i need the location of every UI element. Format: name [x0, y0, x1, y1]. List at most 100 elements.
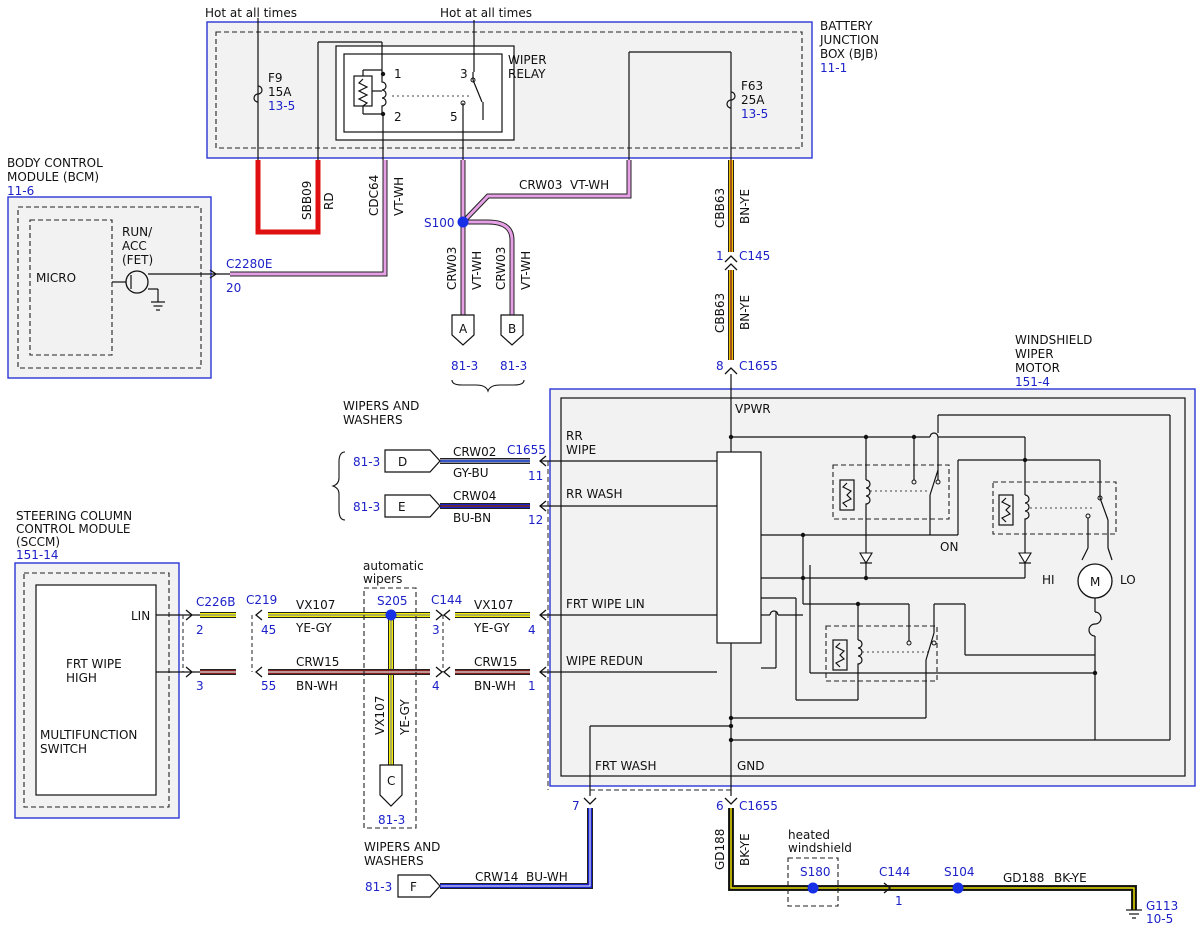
wire-label-bkye-h: BK-YE [1054, 871, 1087, 885]
offpage-connector-c [379, 764, 403, 807]
motor-frt-wash: FRT WASH [595, 759, 657, 773]
motor-on: ON [940, 540, 958, 554]
automatic-wipers-box [363, 587, 417, 829]
motor-lo: LO [1120, 573, 1136, 587]
bjb-title-2: JUNCTION [819, 33, 879, 47]
offpage-connector-e [384, 494, 441, 518]
wire-label-crw04: CRW04 [453, 489, 496, 503]
splice-s205-label: S205 [377, 594, 408, 608]
offpage-a-ref: 81-3 [451, 359, 478, 373]
wire-label-vx107-l: VX107 [296, 598, 335, 612]
wire-label-yegy-r: YE-GY [473, 621, 510, 635]
wire-sbb09 [255, 160, 321, 235]
battery-junction-box [206, 21, 813, 159]
splice-s104 [952, 882, 964, 894]
wire-cbb63 [724, 160, 738, 375]
relay-title-1: WIPER [508, 53, 547, 67]
offpage-connector-b [500, 314, 524, 346]
bjb-title-1: BATTERY [820, 19, 873, 33]
wire-label-crw03-a: CRW03 [445, 247, 459, 290]
connector-c1655-rrwash-pin: 12 [528, 513, 543, 527]
connector-c144-gnd: C144 [879, 865, 910, 879]
wire-label-gybu: GY-BU [453, 466, 489, 480]
wire-label-vtwh-b: VT-WH [519, 251, 533, 290]
splice-s104-label: S104 [944, 865, 975, 879]
bcm-fet-2: ACC [122, 239, 147, 253]
wire-vx107 [200, 612, 530, 765]
wire-label-vtwh-a: VT-WH [470, 251, 484, 290]
bcm-fet-1: RUN/ [122, 225, 153, 239]
steering-column-control-module [14, 562, 263, 819]
bjb-internal-wiring [253, 18, 736, 160]
motor-wipe-redun: WIPE REDUN [566, 654, 643, 668]
motor-frt-wipe-lin: FRT WIPE LIN [566, 597, 645, 611]
connector-c2280e: C2280E [226, 257, 273, 271]
offpage-connector-d [384, 449, 441, 473]
ground-ref: 10-5 [1146, 912, 1173, 926]
wire-vt-wh-group [230, 160, 632, 315]
offpage-f-letter: F [410, 880, 417, 894]
wire-label-bnwh-l: BN-WH [296, 679, 338, 693]
f63-amp: 25A [741, 93, 765, 107]
connector-c226b-pin1: 2 [196, 623, 204, 637]
offpage-d-ref: 81-3 [353, 455, 380, 469]
offpage-connector-f [397, 874, 441, 898]
f63-ref: 13-5 [741, 107, 768, 121]
wire-label-crw14: CRW14 [475, 870, 518, 884]
wire-label-crw15-r: CRW15 [474, 655, 517, 669]
bcm-title-1: BODY CONTROL [7, 156, 103, 170]
wire-label-vx107-v: VX107 [373, 696, 387, 735]
sccm-title-3: (SCCM) [16, 535, 60, 549]
relay-title-2: RELAY [508, 67, 546, 81]
offpage-a-letter: A [459, 322, 468, 336]
relay-pin-5: 5 [450, 110, 458, 124]
bjb-title-3: BOX (BJB) [820, 47, 878, 61]
f9-name: F9 [268, 71, 283, 85]
motor-pin-lin: 4 [528, 623, 536, 637]
wipers-washers-1a: WIPERS AND [343, 399, 419, 413]
brace-de [331, 451, 346, 521]
heated-label-b: windshield [788, 841, 852, 855]
sccm-frt-2: HIGH [66, 671, 97, 685]
offpage-d-letter: D [398, 455, 407, 469]
connector-c1655-top-pin: 8 [716, 359, 724, 373]
heated-windshield-box [787, 857, 839, 907]
f9-amp: 15A [268, 85, 292, 99]
ground-g113: G113 [1146, 899, 1178, 913]
wipers-washers-2a: WIPERS AND [364, 840, 440, 854]
heated-label-a: heated [788, 828, 830, 842]
motor-rr-wash: RR WASH [566, 487, 623, 501]
connector-c144-pin1: 3 [432, 623, 440, 637]
wire-label-buwh: BU-WH [526, 870, 568, 884]
motor-rr-2: WIPE [566, 443, 596, 457]
wire-label-gd188-v: GD188 [713, 829, 727, 870]
connector-c144-gnd-pin: 1 [895, 894, 903, 908]
connector-c219-pin1: 45 [261, 623, 276, 637]
connector-c144-mid [435, 609, 451, 678]
connector-c145-pin: 1 [716, 249, 724, 263]
bcm-micro: MICRO [36, 271, 76, 285]
relay-pin-3: 3 [460, 67, 468, 81]
offpage-e-letter: E [398, 500, 406, 514]
offpage-c-letter: C [387, 774, 395, 788]
bcm-ref: 11-6 [7, 184, 34, 198]
wire-label-bnye-2: BN-YE [738, 295, 752, 330]
wire-label-bnwh-r: BN-WH [474, 679, 516, 693]
wire-label-rd: RD [322, 192, 336, 210]
splice-s180 [807, 882, 819, 894]
connector-c1655-rr-pin: 11 [528, 469, 543, 483]
offpage-connector-a [451, 314, 475, 346]
motor-gnd: GND [737, 759, 765, 773]
wire-label-crw15-l: CRW15 [296, 655, 339, 669]
relay-pin-1: 1 [394, 67, 402, 81]
motor-title-1: WINDSHIELD [1015, 333, 1092, 347]
wire-label-cdc64: CDC64 [367, 175, 381, 216]
bcm-title-2: MODULE (BCM) [7, 170, 99, 184]
automatic-label-b: wipers [363, 572, 402, 586]
connector-c1655-top: C1655 [739, 359, 778, 373]
hot-label-1: Hot at all times [205, 6, 297, 20]
relay-pin-2: 2 [394, 110, 402, 124]
connector-c145: C145 [739, 249, 770, 263]
